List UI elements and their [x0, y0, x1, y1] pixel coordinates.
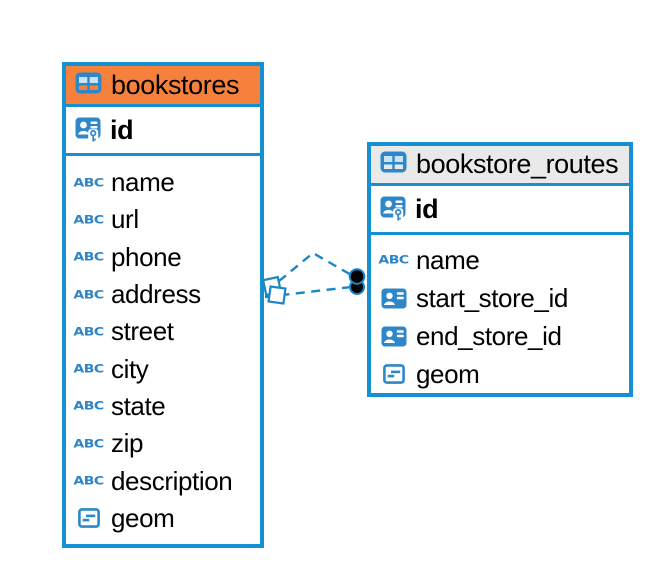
relation-dot-marker	[349, 279, 365, 295]
column-list: ABC name ABC url ABC phone ABC address A…	[66, 156, 260, 546]
column-row[interactable]: ABC name	[66, 164, 260, 201]
column-row-id[interactable]: id	[66, 107, 260, 156]
table-bookstore-routes[interactable]: bookstore_routes id ABC	[367, 142, 633, 397]
text-type-icon: ABC	[73, 325, 104, 339]
text-type-icon: ABC	[73, 176, 104, 190]
primary-key-icon	[73, 117, 104, 144]
column-label: description	[111, 465, 233, 496]
text-type-icon: ABC	[73, 437, 104, 451]
text-type-icon: ABC	[73, 213, 104, 227]
column-row[interactable]: ABC description	[66, 462, 260, 499]
column-row[interactable]: ABC state	[66, 388, 260, 425]
column-row[interactable]: geom	[371, 355, 629, 393]
table-title: bookstores	[111, 69, 240, 100]
column-label: url	[111, 204, 139, 235]
column-label: phone	[111, 241, 182, 272]
column-label: zip	[111, 428, 144, 459]
text-type-icon: ABC	[73, 250, 104, 264]
column-row-id[interactable]: id	[371, 186, 629, 235]
column-label: address	[111, 279, 201, 310]
text-type-icon: ABC	[73, 287, 104, 302]
text-type-icon: ABC	[73, 399, 104, 413]
foreign-key-icon	[378, 288, 409, 309]
column-label: name	[111, 167, 175, 198]
column-row[interactable]: ABC url	[66, 201, 260, 238]
column-row[interactable]: geom	[66, 500, 260, 537]
column-label: id	[415, 193, 439, 224]
column-label: name	[416, 244, 480, 275]
table-icon	[75, 70, 102, 101]
column-row[interactable]: start_store_id	[371, 279, 629, 317]
table-header-bookstores[interactable]: bookstores	[66, 66, 260, 107]
column-label: end_store_id	[416, 320, 562, 351]
column-row[interactable]: ABC address	[66, 276, 260, 313]
table-icon	[380, 149, 407, 180]
text-type-icon: ABC	[73, 474, 104, 488]
column-row[interactable]: ABC name	[371, 241, 629, 279]
column-label: start_store_id	[416, 282, 568, 313]
relation-dot-marker	[348, 268, 366, 285]
relation-diamond-marker	[267, 285, 287, 305]
column-label: id	[110, 114, 134, 145]
relationship-line[interactable]	[266, 251, 354, 292]
column-label: city	[111, 353, 149, 384]
relation-diamond-marker	[261, 275, 283, 297]
column-list: ABC name start_store_id	[371, 235, 629, 395]
table-bookstores[interactable]: bookstores id ABC	[62, 62, 264, 548]
column-label: street	[111, 316, 174, 347]
relationship-line[interactable]	[264, 285, 352, 299]
column-row[interactable]: ABC zip	[66, 425, 260, 462]
geometry-type-icon	[73, 508, 104, 529]
column-label: state	[111, 390, 166, 421]
text-type-icon: ABC	[378, 253, 409, 267]
column-row[interactable]: ABC phone	[66, 239, 260, 276]
foreign-key-icon	[378, 326, 409, 347]
column-row[interactable]: ABC street	[66, 313, 260, 350]
column-label: geom	[111, 502, 175, 533]
table-header-bookstore-routes[interactable]: bookstore_routes	[371, 146, 629, 186]
primary-key-icon	[378, 196, 409, 223]
column-row[interactable]: ABC city	[66, 350, 260, 387]
text-type-icon: ABC	[73, 362, 104, 376]
column-label: geom	[416, 358, 480, 389]
geometry-type-icon	[378, 364, 409, 384]
column-row[interactable]: end_store_id	[371, 317, 629, 355]
table-title: bookstore_routes	[416, 149, 619, 179]
